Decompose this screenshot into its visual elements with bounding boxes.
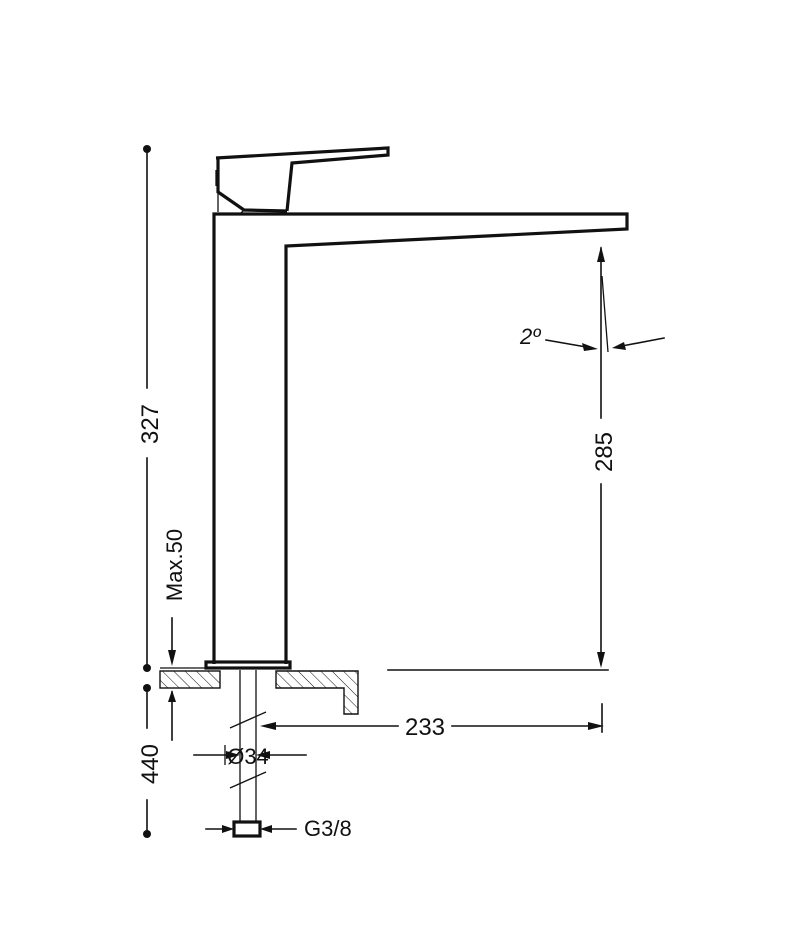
connection-dimension [205, 825, 297, 833]
countertop-section [159, 669, 609, 715]
diameter-dimension [193, 745, 307, 765]
below-deck-label: 440 [137, 744, 164, 784]
diameter-label: Ø34 [227, 744, 269, 769]
reach-label: 233 [405, 714, 445, 741]
left-dimension [143, 145, 218, 838]
angle-dimension [545, 275, 665, 353]
spout-height-dimension [597, 246, 605, 668]
faucet-outline [204, 146, 629, 670]
angle-label: 2º [519, 324, 541, 349]
max-deck-label: Max.50 [162, 529, 187, 601]
connection-label: G3/8 [304, 816, 352, 841]
spout-height-label: 285 [591, 432, 618, 472]
overall-height-label: 327 [137, 404, 164, 444]
reach-dimension [260, 703, 604, 733]
